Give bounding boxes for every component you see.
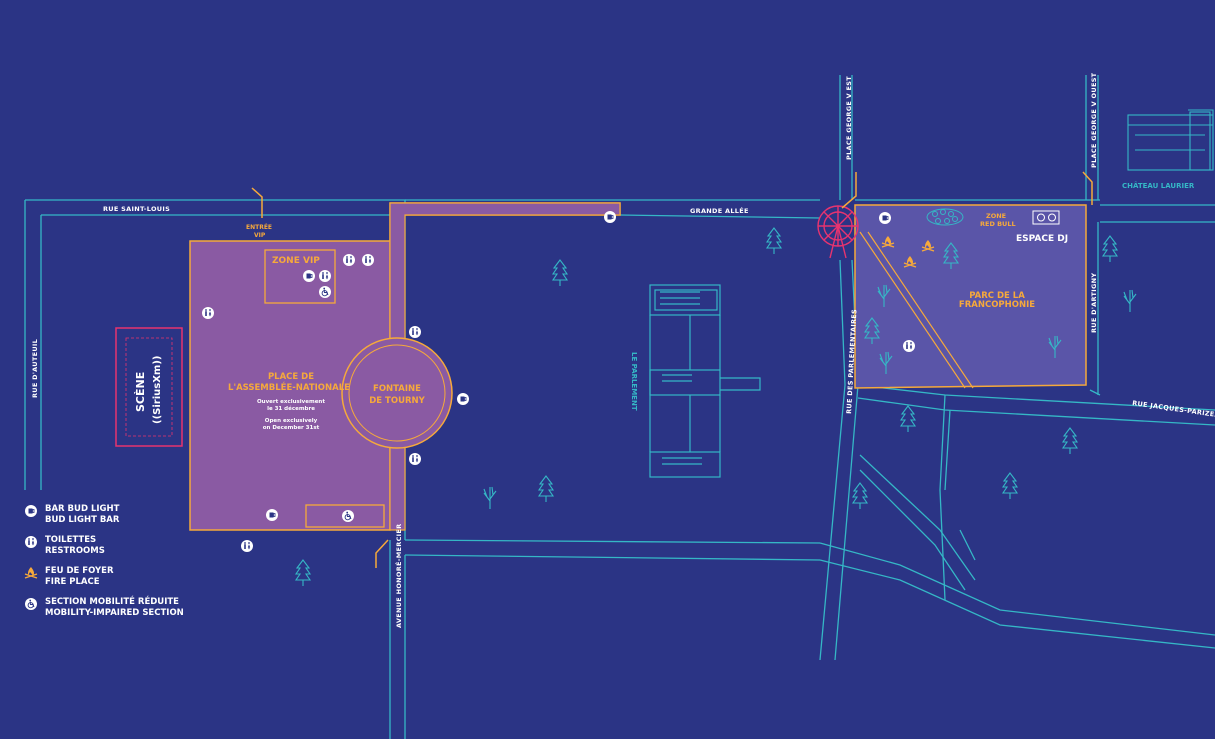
- legend-restrooms-en: RESTROOMS: [45, 546, 105, 556]
- red-bull-zone-icon: [926, 208, 964, 226]
- legend-fire-en: FIRE PLACE: [45, 577, 100, 587]
- gate-george-v-ouest: [1082, 171, 1093, 205]
- zone-red-bull-label-2: RED BULL: [980, 220, 1016, 228]
- place-label-2: L'ASSEMBLÉE-NATIONALE: [228, 381, 350, 393]
- fontaine-label-1: FONTAINE: [373, 384, 421, 394]
- chateau-laurier-building: [1127, 109, 1214, 171]
- parlement-label: LE PARLEMENT: [630, 352, 638, 411]
- parc-diagonal-path: [859, 231, 974, 389]
- road-network: [24, 75, 1215, 739]
- beer-icon: [24, 504, 38, 518]
- zone-red-bull-label-1: ZONE: [986, 212, 1006, 220]
- fire-icon: [24, 566, 38, 579]
- espace-dj-label: ESPACE DJ: [1016, 234, 1068, 244]
- scene-label: SCÈNE: [134, 372, 147, 412]
- entree-vip-label-2: VIP: [254, 232, 266, 239]
- wheelchair-icon: [24, 597, 38, 611]
- parlement-building: [649, 284, 761, 478]
- street-place-george-v-ouest: PLACE GEORGE V OUEST: [1090, 72, 1098, 168]
- vip-entrance-gate: [251, 187, 263, 218]
- street-rue-jacques-parizeau: RUE JACQUES-PARIZEAU: [1132, 399, 1215, 420]
- street-grande-allee: GRANDE ALLÉE: [690, 206, 749, 215]
- place-note-en-1: Open exclusively: [265, 418, 318, 424]
- place-note-fr-2: le 31 décembre: [267, 405, 315, 412]
- fontaine-inner: [348, 344, 446, 442]
- gate-george-v-est: [841, 172, 857, 209]
- siriusxm-logo: ((SiriusXm)): [152, 356, 163, 424]
- legend-fire-fr: FEU DE FOYER: [45, 566, 114, 576]
- chateau-laurier-label: CHÂTEAU LAURIER: [1122, 181, 1195, 190]
- gate-honore-mercier: [375, 539, 389, 568]
- parc-label-2: FRANCOPHONIE: [959, 300, 1035, 310]
- parc-label-1: PARC DE LA: [969, 291, 1025, 301]
- ferris-wheel-icon: [817, 205, 859, 259]
- grande-allee-band: [389, 202, 621, 531]
- speaker-icon: [1032, 210, 1060, 225]
- street-place-george-v-est: PLACE GEORGE V EST: [845, 76, 853, 160]
- fontaine-label-2: DE TOURNY: [369, 396, 425, 406]
- legend-mobility-fr: SECTION MOBILITÉ RÉDUITE: [45, 597, 179, 607]
- street-rue-saint-louis: RUE SAINT-LOUIS: [103, 205, 170, 213]
- street-rue-dartigny: RUE D'ARTIGNY: [1090, 273, 1098, 333]
- legend-bar-en: BUD LIGHT BAR: [45, 515, 120, 525]
- street-rue-dauteuil: RUE D'AUTEUIL: [31, 339, 39, 398]
- zone-vip-label: ZONE VIP: [272, 256, 320, 266]
- legend-bar-fr: BAR BUD LIGHT: [45, 504, 120, 514]
- place-note-en-2: on December 31st: [263, 425, 320, 431]
- legend-restrooms-fr: TOILETTES: [45, 535, 97, 545]
- scene-inner: [125, 337, 173, 437]
- street-avenue-honore-mercier: AVENUE HONORÉ-MERCIER: [394, 524, 403, 628]
- place-note-fr-1: Ouvert exclusivement: [257, 399, 325, 405]
- place-label-1: PLACE DE: [268, 372, 314, 382]
- entree-vip-label-1: ENTRÉE: [246, 223, 272, 231]
- restroom-icon: [25, 536, 37, 548]
- legend-mobility-en: MOBILITY-IMPAIRED SECTION: [45, 608, 184, 618]
